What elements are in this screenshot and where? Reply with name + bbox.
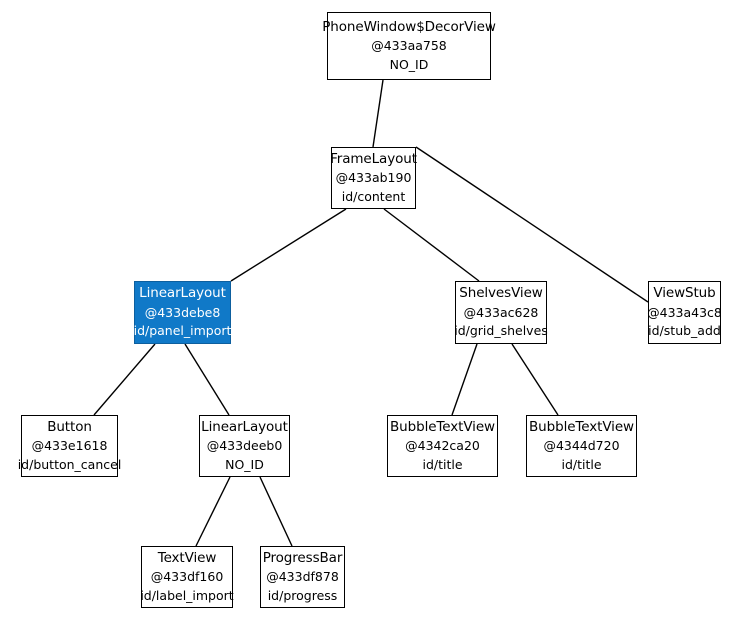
node-resource-id: id/progress [267, 587, 338, 603]
node-resource-id: id/button_cancel [17, 456, 122, 472]
node-class-name: Button [47, 418, 92, 435]
node-resource-id: id/panel_import [133, 323, 232, 339]
node-class-name: ProgressBar [262, 549, 343, 566]
node-address: @433a43c8 [647, 304, 722, 320]
node-class-name: BubbleTextView [529, 418, 634, 435]
tree-node-viewstub-4[interactable]: ViewStub @433a43c8 id/stub_add [647, 281, 722, 344]
tree-node-textview-9[interactable]: TextView @433df160 id/label_import [140, 546, 234, 608]
node-class-name: ShelvesView [459, 285, 543, 302]
tree-edge-n1-n3 [383, 208, 480, 282]
node-class-name: LinearLayout [201, 418, 288, 435]
node-class-name: ViewStub [653, 285, 716, 302]
node-address: @433aa758 [371, 38, 447, 54]
node-resource-id: id/title [561, 456, 602, 472]
tree-edge-n2-n6 [184, 343, 230, 416]
node-address: @433debe8 [144, 304, 221, 320]
node-class-name: BubbleTextView [390, 418, 495, 435]
node-address: @433deeb0 [206, 438, 283, 454]
node-resource-id: id/label_import [140, 587, 234, 603]
node-address: @433ab190 [335, 170, 412, 186]
tree-node-bubbletextview-8[interactable]: BubbleTextView @4344d720 id/title [526, 415, 637, 477]
tree-edge-n6-n9 [195, 476, 231, 547]
node-resource-id: NO_ID [389, 56, 429, 72]
node-class-name: PhoneWindow$DecorView [322, 18, 496, 35]
tree-node-bubbletextview-7[interactable]: BubbleTextView @4342ca20 id/title [387, 415, 498, 477]
node-resource-id: id/stub_add [648, 323, 721, 339]
node-class-name: TextView [157, 549, 217, 566]
tree-node-linearlayout-2[interactable]: LinearLayout @433debe8 id/panel_import [134, 281, 231, 344]
tree-edge-n1-n2 [230, 208, 347, 282]
node-resource-id: id/title [422, 456, 463, 472]
node-address: @433ac628 [463, 304, 539, 320]
node-address: @4342ca20 [405, 438, 480, 454]
node-resource-id: id/content [341, 188, 406, 204]
node-class-name: LinearLayout [139, 285, 226, 302]
node-resource-id: NO_ID [225, 456, 264, 472]
tree-node-progressbar-10[interactable]: ProgressBar @433df878 id/progress [260, 546, 345, 608]
node-class-name: FrameLayout [330, 150, 417, 167]
tree-edge-n2-n5 [93, 343, 156, 416]
tree-edge-n3-n7 [451, 343, 478, 416]
tree-node-framelayout-1[interactable]: FrameLayout @433ab190 id/content [330, 147, 417, 209]
tree-node-button-5[interactable]: Button @433e1618 id/button_cancel [18, 415, 121, 477]
tree-edge-n3-n8 [511, 343, 559, 416]
node-address: @433df878 [266, 569, 339, 585]
tree-edge-n6-n10 [259, 476, 293, 547]
tree-node-shelvesview-3[interactable]: ShelvesView @433ac628 id/grid_shelves [454, 281, 548, 344]
tree-edge-n1-n4 [415, 146, 649, 303]
node-resource-id: id/grid_shelves [454, 323, 548, 339]
node-address: @433e1618 [31, 438, 108, 454]
tree-edge-n0-n1 [372, 79, 384, 148]
node-address: @4344d720 [543, 438, 620, 454]
node-address: @433df160 [150, 569, 224, 585]
